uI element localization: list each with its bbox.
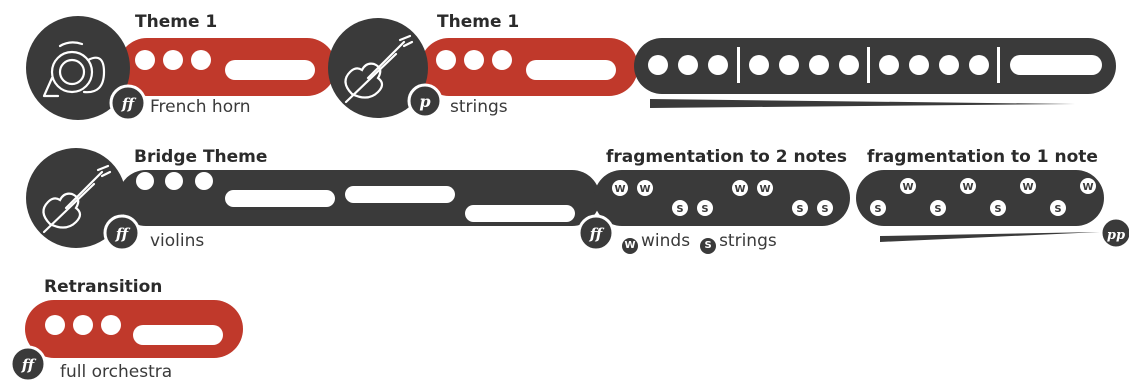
dynamic-ff-badge-retransition: ff xyxy=(9,345,47,381)
theme1-strings-title: Theme 1 xyxy=(437,12,520,32)
svg-text:W: W xyxy=(902,182,913,193)
dynamic-ff-badge-frag: ff xyxy=(577,214,615,252)
svg-text:ff: ff xyxy=(121,95,137,113)
dynamic-p-badge-strings: p xyxy=(407,83,443,119)
bridge-theme-bar xyxy=(118,170,600,226)
svg-text:ff: ff xyxy=(115,225,131,243)
svg-text:S: S xyxy=(701,204,708,215)
violin-icon xyxy=(26,148,126,248)
svg-text:W: W xyxy=(1022,182,1033,193)
dynamic-ff-badge-horn: ff xyxy=(109,84,147,122)
frag2-title: fragmentation to 2 notes xyxy=(606,147,848,167)
svg-text:p: p xyxy=(419,92,430,111)
svg-text:S: S xyxy=(796,204,803,215)
svg-text:W: W xyxy=(734,184,745,195)
retransition-title: Retransition xyxy=(44,277,163,297)
fragmentation-1-note-bar: S W S W S W S W xyxy=(856,170,1104,242)
theme1-horn-bar xyxy=(118,38,336,96)
svg-text:S: S xyxy=(1054,204,1061,215)
retransition-caption: full orchestra xyxy=(60,362,173,382)
svg-text:pp: pp xyxy=(1107,228,1125,243)
winds-symbol-icon: W xyxy=(622,238,638,254)
winds-label: winds xyxy=(641,231,691,251)
theme1-strings-caption: strings xyxy=(450,97,508,117)
svg-text:S: S xyxy=(874,204,881,215)
dynamic-pp-badge: pp xyxy=(1099,216,1129,250)
theme1-horn-caption: French horn xyxy=(150,97,251,117)
bridge-caption: violins xyxy=(150,231,205,251)
fragmentation-2-notes-bar: W W S S W W S S xyxy=(594,170,850,226)
svg-text:W: W xyxy=(759,184,770,195)
svg-text:W: W xyxy=(1082,182,1093,193)
svg-text:ff: ff xyxy=(589,225,605,243)
dynamic-ff-badge-bridge: ff xyxy=(103,214,141,252)
french-horn-icon xyxy=(26,16,130,120)
strings-symbol-icon: S xyxy=(700,238,717,254)
retransition-bar xyxy=(25,300,243,358)
svg-text:W: W xyxy=(962,182,973,193)
svg-text:S: S xyxy=(821,204,828,215)
violin-icon xyxy=(328,18,428,118)
theme1-strings-bar xyxy=(420,38,638,96)
svg-text:S: S xyxy=(934,204,941,215)
svg-text:W: W xyxy=(639,184,650,195)
svg-text:S: S xyxy=(676,204,683,215)
theme1-horn-title: Theme 1 xyxy=(135,12,218,32)
frag1-title: fragmentation to 1 note xyxy=(867,147,1098,167)
svg-text:W: W xyxy=(614,184,625,195)
svg-text:ff: ff xyxy=(21,356,37,374)
bridge-theme-title: Bridge Theme xyxy=(134,147,268,167)
strings-label: strings xyxy=(719,231,777,251)
theme1-continuation-bar xyxy=(634,38,1116,108)
svg-text:S: S xyxy=(994,204,1001,215)
